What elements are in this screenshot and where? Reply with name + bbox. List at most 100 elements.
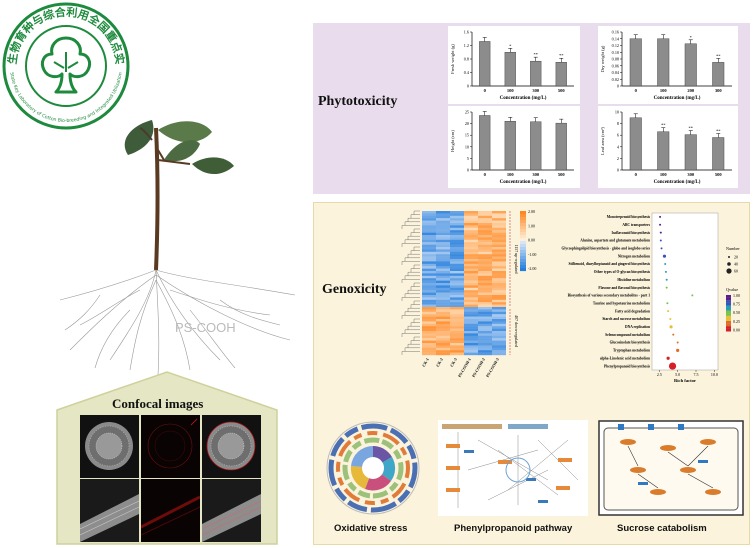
caption-oxidative-stress: Oxidative stress <box>334 523 408 534</box>
colorbar-label: -2.00 <box>528 266 536 271</box>
significance-label: ** <box>716 129 721 134</box>
dendrogram-branch <box>401 315 420 319</box>
heatmap-cell <box>450 230 464 233</box>
heatmap-cell <box>492 338 506 341</box>
heatmap-cell <box>464 244 478 248</box>
heatmap-cell <box>464 242 478 245</box>
bar <box>657 38 670 87</box>
pathway-term-label: Selenocompound metabolism <box>605 333 650 337</box>
heatmap-cell <box>422 275 436 279</box>
heatmap-cell <box>478 323 492 327</box>
heatmap-cell <box>450 237 464 240</box>
y-tick-label: 0.06 <box>612 63 619 68</box>
heatmap-cell <box>436 345 450 348</box>
heatmap-cell <box>436 309 450 312</box>
heatmap-cell <box>422 304 436 308</box>
heatmap-cell <box>478 239 492 243</box>
heatmap-cell <box>478 218 492 221</box>
heatmap-cell <box>436 311 450 315</box>
heatmap-cell <box>422 242 436 245</box>
pathway-bubble <box>664 270 667 273</box>
heatmap-cell <box>450 350 464 353</box>
heatmap-cell <box>422 256 436 260</box>
significance-label: * <box>509 43 512 48</box>
heatmap-cell <box>478 213 492 216</box>
heatmap-cell <box>478 249 492 252</box>
heatmap-cell <box>478 350 492 353</box>
x-tick-label: 300 <box>687 172 695 177</box>
heatmap-cell <box>492 227 506 231</box>
dendrogram-branch <box>407 344 420 348</box>
pathway-bubble <box>665 278 668 281</box>
heatmap-cell <box>492 263 506 267</box>
heatmap-cell <box>422 261 436 264</box>
pathway-bubble <box>662 254 667 258</box>
plot-area <box>651 212 719 371</box>
heatmap-cell <box>422 319 436 322</box>
heatmap-cell <box>492 316 506 320</box>
heatmap-cell <box>492 268 506 272</box>
heatmap-cell <box>478 271 492 274</box>
legend-q-label: 0.75 <box>733 302 740 307</box>
qvalue-colorbar-step <box>726 326 731 329</box>
heatmap-cell <box>436 254 450 257</box>
heatmap-cell <box>436 340 450 344</box>
heatmap-cell <box>422 249 436 252</box>
heatmap-cell <box>450 328 464 332</box>
heatmap-cell <box>450 307 464 310</box>
y-tick-label: 1.6 <box>464 30 469 35</box>
heatmap-cell <box>492 220 506 224</box>
colorbar-step <box>520 253 526 257</box>
heatmap-cell <box>450 242 464 245</box>
heatmap-cell <box>492 230 506 233</box>
heatmap-cell <box>422 218 436 221</box>
x-tick-label: 300 <box>532 88 540 93</box>
heatmap-column-label: PS-COOH-1 <box>457 357 472 378</box>
heatmap-cell <box>478 316 492 320</box>
heatmap-cell <box>492 352 506 356</box>
cotton-boll-icon <box>40 36 92 94</box>
x-axis-title: Concentration (mg/L) <box>654 96 701 101</box>
heatmap-cell <box>478 321 492 324</box>
y-tick-label: 0 <box>617 168 619 173</box>
lab-logo: 棉花生物育种与综合利用全国重点实验室 State Key Laboratory … <box>2 2 130 130</box>
heatmap-cell <box>422 227 436 231</box>
heatmap-cell <box>478 302 492 305</box>
heatmap-cell <box>478 345 492 348</box>
dendrogram-branch <box>410 322 420 327</box>
x-tick-label: 300 <box>715 88 723 93</box>
heatmap-cell <box>464 321 478 324</box>
heatmap-cell <box>478 290 492 293</box>
heatmap-cell <box>464 268 478 272</box>
x-tick-label: 0 <box>484 88 487 93</box>
heatmap-cell <box>450 271 464 274</box>
heatmap-cell <box>450 256 464 260</box>
x-tick-label: 7.5 <box>694 372 699 377</box>
pathway-bubble <box>676 348 680 352</box>
heatmap-cell <box>492 326 506 329</box>
heatmap-cell <box>492 239 506 243</box>
heatmap-cell <box>478 220 492 224</box>
heatmap-cell <box>464 326 478 329</box>
heatmap-cell <box>464 283 478 286</box>
heatmap-cell <box>450 338 464 341</box>
heatmap-cell <box>464 307 478 310</box>
sucrose-catabolism-diagram <box>598 420 744 516</box>
dendrogram-branch <box>410 214 420 219</box>
heatmap-cell <box>464 275 478 279</box>
bar <box>479 115 491 171</box>
heatmap-cell <box>436 283 450 286</box>
bar <box>530 60 542 87</box>
bar <box>504 52 516 87</box>
heatmap-cell <box>422 235 436 238</box>
heatmap-cell <box>492 244 506 248</box>
heatmap-cell <box>436 290 450 293</box>
dendrogram-branch <box>410 268 420 273</box>
colorbar-label: 1.00 <box>528 223 535 228</box>
confocal-title: Confocal images <box>112 396 204 411</box>
x-tick-label: 100 <box>507 172 515 177</box>
heatmap-cell <box>436 244 450 248</box>
heatmap-cell <box>436 280 450 284</box>
